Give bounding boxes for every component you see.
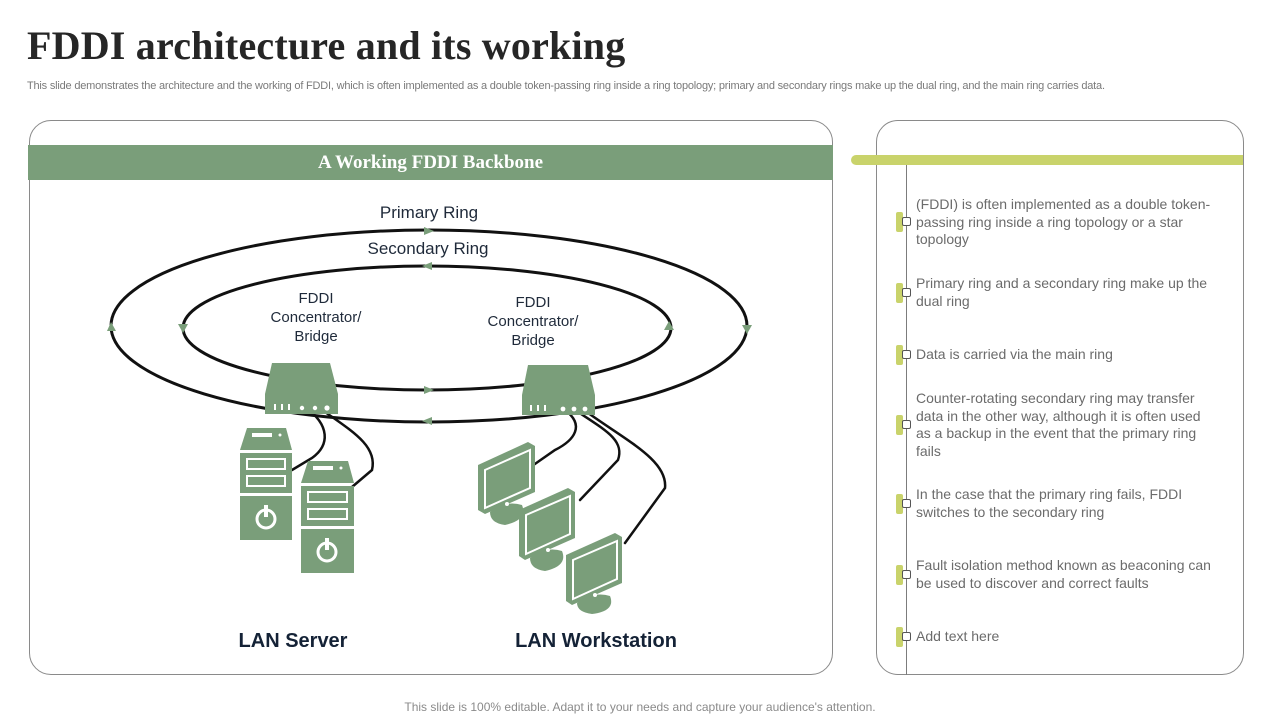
lan-workstation-label: LAN Workstation: [515, 630, 677, 652]
bullet-marker-icon: [896, 345, 914, 365]
diagram-heading: A Working FDDI Backbone: [28, 145, 833, 180]
points-panel: [876, 120, 1244, 675]
lan-server-label: LAN Server: [238, 630, 348, 652]
list-item: Data is carried via the main ring: [896, 345, 1216, 365]
bullet-marker-icon: [896, 627, 914, 647]
page-subtitle: This slide demonstrates the architecture…: [27, 80, 1105, 92]
bullet-marker-icon: [896, 282, 914, 303]
list-item: Fault isolation method known as beaconin…: [896, 557, 1216, 592]
accent-bar: [851, 155, 1243, 165]
concentrator-left-label: FDDI Concentrator/ Bridge: [270, 290, 362, 345]
secondary-ring-label: Secondary Ring: [367, 239, 489, 258]
bullet-marker-icon: [896, 564, 914, 585]
concentrator-right-label: FDDI Concentrator/ Bridge: [487, 294, 579, 349]
page-title: FDDI architecture and its working: [27, 23, 626, 68]
footer-note: This slide is 100% editable. Adapt it to…: [404, 700, 876, 714]
primary-ring-label: Primary Ring: [379, 203, 479, 222]
bullet-marker-icon: [896, 415, 914, 435]
list-item: Counter-rotating secondary ring may tran…: [896, 390, 1216, 460]
bullet-marker-icon: [896, 493, 914, 514]
list-item: Primary ring and a secondary ring make u…: [896, 275, 1216, 310]
list-item: Add text here: [896, 627, 1216, 647]
bullet-marker-icon: [896, 212, 914, 233]
list-item: (FDDI) is often implemented as a double …: [896, 196, 1216, 249]
list-item: In the case that the primary ring fails,…: [896, 486, 1216, 521]
